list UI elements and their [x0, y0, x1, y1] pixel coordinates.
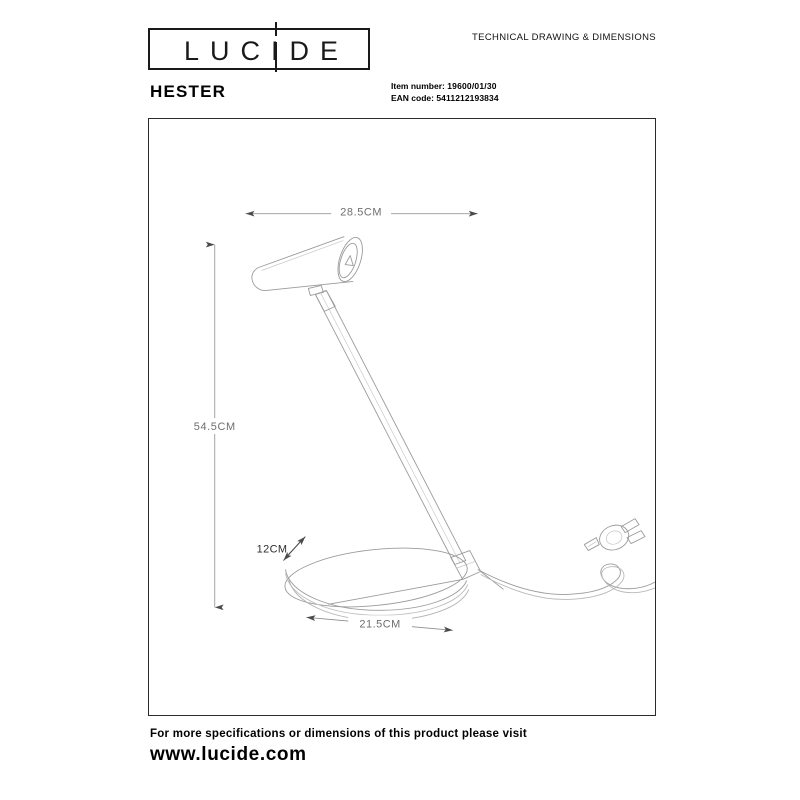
item-number-value: 19600/01/30: [447, 81, 497, 91]
power-cable: [477, 563, 655, 600]
dimension-base-diameter: 21.5CM: [306, 615, 453, 633]
ean-code-label: EAN code:: [391, 92, 434, 103]
arm-base-joint: [328, 550, 504, 605]
technical-drawing-label: TECHNICAL DRAWING & DIMENSIONS: [472, 32, 656, 43]
shade-rear-cap-left: [251, 267, 267, 292]
logo-i-divider-mark: [275, 42, 277, 72]
lamp-arm: [314, 289, 467, 565]
plug-neck: [583, 537, 600, 552]
ean-code-row: EAN code: 5411212193834: [391, 93, 499, 105]
base-joint-seam: [455, 561, 475, 569]
technical-drawing: 28.5CM 54.5CM: [182, 204, 655, 633]
dimension-height-label: 54.5CM: [194, 421, 236, 433]
base-top-face: [284, 547, 468, 608]
dimension-width-label: 28.5CM: [340, 207, 382, 219]
dimension-diameter-label: 21.5CM: [359, 618, 400, 630]
dimension-thickness-arrow-down: [283, 541, 301, 561]
dimension-thickness-label: 12CM: [257, 544, 288, 556]
page-footer: For more specifications or dimensions of…: [150, 728, 670, 766]
item-number-label: Item number:: [391, 81, 445, 91]
shade-front-opening-inner: [338, 242, 358, 279]
cable-path-outer: [477, 563, 655, 595]
power-plug: [583, 518, 646, 552]
base-strut-left: [328, 579, 463, 605]
arm-tube-outline: [314, 289, 467, 565]
plug-pin-lower: [626, 530, 646, 545]
plug-body: [599, 524, 630, 551]
shade-top-edge: [258, 236, 345, 268]
footer-text: For more specifications or dimensions of…: [150, 728, 527, 740]
dimension-diameter-label-bg: [348, 615, 412, 632]
base-side-wall-2: [285, 573, 469, 616]
base-side-wall-1: [285, 569, 468, 611]
lucide-logo-text: LUCIDE: [183, 35, 350, 66]
lamp-head-cylinder: [251, 236, 363, 292]
page-title: HESTER: [150, 82, 227, 101]
arm-upper-hinge: [314, 290, 336, 312]
dimension-width-label-bg: [331, 204, 392, 221]
drawing-frame: 28.5CM 54.5CM: [148, 118, 656, 716]
shade-front-opening-outer: [337, 237, 363, 283]
shade-seam-line: [261, 240, 344, 271]
item-number-row: Item number: 19600/01/30: [391, 81, 499, 93]
lamp-base-disc: [284, 547, 470, 621]
shade-bulb-hint: [344, 255, 354, 266]
cable-path-inner: [480, 566, 655, 600]
page-header: LUCIDE TECHNICAL DRAWING & DIMENSIONS HE…: [148, 22, 656, 104]
arm-tube-highlight: [320, 292, 461, 563]
ean-code-value: 5411212193834: [436, 92, 499, 103]
logo-i-stem-mark: [275, 22, 277, 36]
plug-pin-upper: [620, 518, 640, 534]
dimension-height-label-bg: [182, 417, 247, 434]
dimension-height-total: 54.5CM: [182, 241, 247, 611]
dimension-base-thickness: 12CM: [257, 536, 306, 561]
product-meta: Item number: 19600/01/30 EAN code: 54112…: [391, 81, 499, 104]
dimension-width-top: 28.5CM: [245, 204, 478, 221]
plug-neck-seam: [588, 541, 597, 547]
plug-face-inner: [606, 530, 623, 545]
shade-bottom-edge: [266, 281, 354, 291]
footer-website-link[interactable]: www.lucide.com: [150, 744, 307, 765]
lucide-logo: LUCIDE: [148, 22, 370, 72]
